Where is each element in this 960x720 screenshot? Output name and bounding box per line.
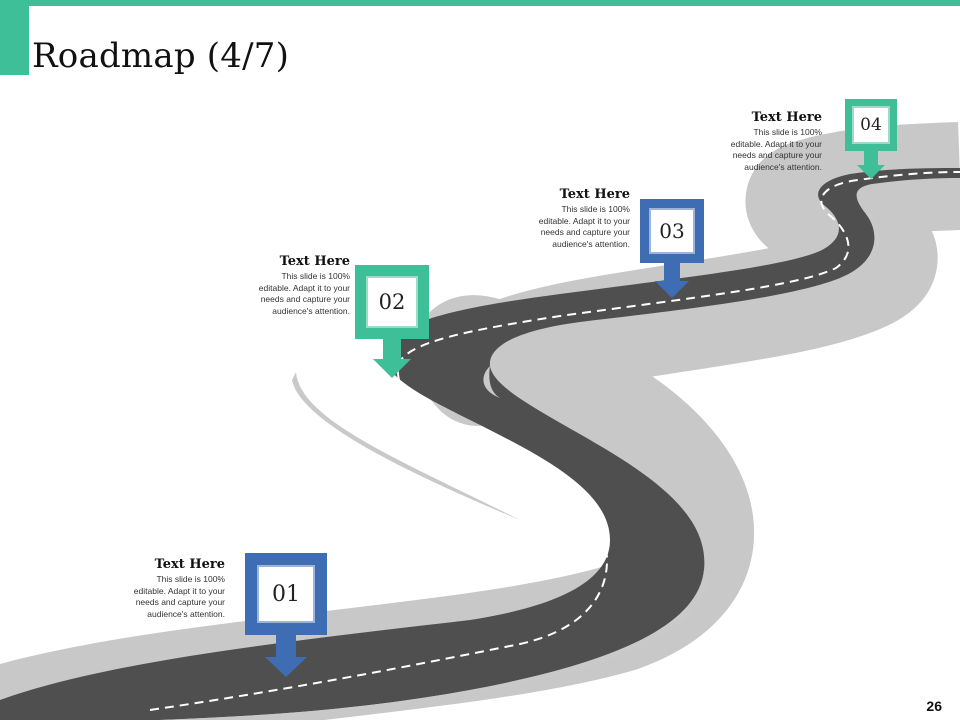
milestone-body-line: editable. Adapt it to your bbox=[258, 282, 350, 293]
slide-title: Roadmap (4/7) bbox=[32, 36, 290, 76]
milestone-heading: Text Here bbox=[154, 557, 225, 572]
milestone-number: 03 bbox=[659, 219, 685, 243]
side-accent-tab bbox=[0, 0, 29, 75]
milestone-body-line: editable. Adapt it to your bbox=[133, 585, 225, 596]
down-arrow-icon bbox=[265, 635, 307, 677]
marker-number-box: 04 bbox=[852, 106, 890, 144]
milestone-number: 04 bbox=[860, 115, 882, 135]
milestone-body-line: This slide is 100% bbox=[281, 271, 350, 281]
down-arrow-icon bbox=[655, 263, 689, 298]
milestone-body-line: audience's attention. bbox=[552, 238, 630, 249]
milestone-text-01: Text Here This slide is 100% editable. A… bbox=[95, 557, 225, 620]
milestone-text-04: Text Here This slide is 100% editable. A… bbox=[692, 110, 822, 173]
milestone-marker-04: 04 bbox=[845, 99, 897, 181]
milestone-body-line: audience's attention. bbox=[147, 608, 225, 619]
road-lip-top bbox=[840, 212, 881, 278]
milestone-marker-02: 02 bbox=[355, 265, 429, 379]
milestone-body-line: editable. Adapt it to your bbox=[730, 138, 822, 149]
milestone-body-line: needs and capture your bbox=[732, 150, 822, 160]
milestone-heading: Text Here bbox=[559, 187, 630, 202]
marker-number-box: 01 bbox=[257, 565, 315, 623]
milestone-body-line: editable. Adapt it to your bbox=[538, 215, 630, 226]
milestone-number: 02 bbox=[378, 290, 406, 314]
road-lip-mid bbox=[483, 366, 500, 398]
marker-number-box: 03 bbox=[649, 208, 695, 254]
road-surface bbox=[0, 168, 960, 720]
milestone-text-02: Text Here This slide is 100% editable. A… bbox=[220, 254, 350, 317]
milestone-marker-01: 01 bbox=[245, 553, 327, 678]
milestone-heading: Text Here bbox=[279, 254, 350, 269]
milestone-marker-03: 03 bbox=[640, 199, 704, 299]
milestone-body-line: This slide is 100% bbox=[156, 574, 225, 584]
milestone-number: 01 bbox=[272, 581, 300, 607]
down-arrow-icon bbox=[857, 151, 885, 179]
page-number: 26 bbox=[926, 698, 942, 714]
milestone-body-line: needs and capture your bbox=[135, 597, 225, 607]
milestone-body-line: audience's attention. bbox=[744, 161, 822, 172]
milestone-body-line: This slide is 100% bbox=[561, 204, 630, 214]
milestone-body-line: This slide is 100% bbox=[753, 127, 822, 137]
milestone-text-03: Text Here This slide is 100% editable. A… bbox=[500, 187, 630, 250]
milestone-body-line: audience's attention. bbox=[272, 305, 350, 316]
milestone-heading: Text Here bbox=[751, 110, 822, 125]
milestone-body-line: needs and capture your bbox=[540, 227, 630, 237]
top-accent-bar bbox=[0, 0, 960, 6]
marker-number-box: 02 bbox=[366, 276, 418, 328]
milestone-body-line: needs and capture your bbox=[260, 294, 350, 304]
down-arrow-icon bbox=[373, 339, 411, 378]
